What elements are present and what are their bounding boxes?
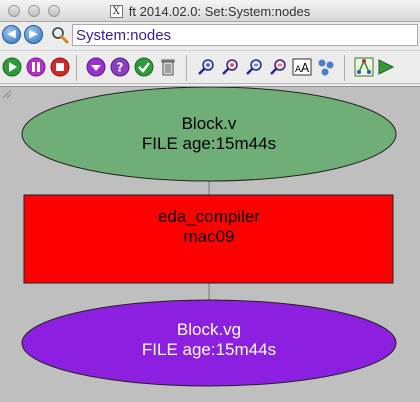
check-icon[interactable] (134, 57, 154, 77)
node-block-vg-name: Block.vg (176, 320, 242, 339)
node-eda-compiler-host: mac09 (183, 227, 235, 246)
tree-layout-icon[interactable] (354, 57, 374, 77)
zoom-in-icon[interactable] (196, 57, 216, 77)
window-title: ft 2014.02.0: Set:System:nodes (128, 3, 311, 19)
pause-icon[interactable] (26, 57, 46, 77)
cluster-icon[interactable] (316, 57, 336, 77)
node-eda-compiler-name: eda_compiler (157, 207, 261, 226)
stop-icon[interactable] (50, 57, 70, 77)
close-window-button[interactable] (8, 5, 20, 17)
font-size-icon[interactable]: A A (292, 57, 312, 77)
zoom-window-button[interactable] (48, 5, 60, 17)
svg-text:A: A (301, 61, 310, 75)
toolbar-separator (344, 55, 345, 81)
window-titlebar: X ft 2014.02.0: Set:System:nodes (0, 0, 420, 22)
trash-icon[interactable] (158, 57, 178, 77)
expand-arrow-icon[interactable] (376, 57, 396, 77)
node-block-vg-status: FILE age:15m44s (141, 340, 277, 359)
svg-text:A: A (295, 65, 302, 75)
help-icon[interactable]: ? (110, 57, 130, 77)
play-icon[interactable] (2, 57, 22, 77)
toolbar: ? A A (0, 50, 420, 84)
back-button[interactable]: ◀ (2, 25, 21, 44)
path-bar: ◀ ▶ (0, 22, 420, 48)
node-block-v[interactable] (21, 87, 397, 182)
search-icon[interactable] (50, 25, 70, 45)
toolbar-separator (76, 55, 77, 81)
node-block-v-status: FILE age:15m44s (141, 134, 277, 153)
resize-grip-icon[interactable] (0, 87, 12, 99)
path-input[interactable] (72, 24, 418, 46)
node-block-v-name: Block.v (181, 114, 237, 133)
node-block-vg-label: Block.vg FILE age:15m44s (24, 320, 394, 360)
node-eda-compiler-label: eda_compiler mac09 (24, 207, 394, 247)
minimize-window-button[interactable] (28, 5, 40, 17)
node-block-vg[interactable] (21, 299, 397, 387)
node-eda-compiler[interactable] (23, 194, 394, 284)
title-wrap: X ft 2014.02.0: Set:System:nodes (0, 0, 420, 22)
toolbar-separator (186, 55, 187, 81)
forward-button[interactable]: ▶ (24, 25, 43, 44)
x11-app-icon: X (109, 4, 123, 18)
zoom-out-alt-icon[interactable] (268, 57, 288, 77)
zoom-out-icon[interactable] (244, 57, 264, 77)
svg-text:?: ? (117, 61, 124, 75)
down-arrow-icon[interactable] (86, 57, 106, 77)
graph-canvas[interactable]: Block.v FILE age:15m44s eda_compiler mac… (0, 86, 420, 402)
node-block-v-label: Block.v FILE age:15m44s (24, 114, 394, 154)
zoom-in-alt-icon[interactable] (220, 57, 240, 77)
graph-svg (21, 87, 397, 387)
